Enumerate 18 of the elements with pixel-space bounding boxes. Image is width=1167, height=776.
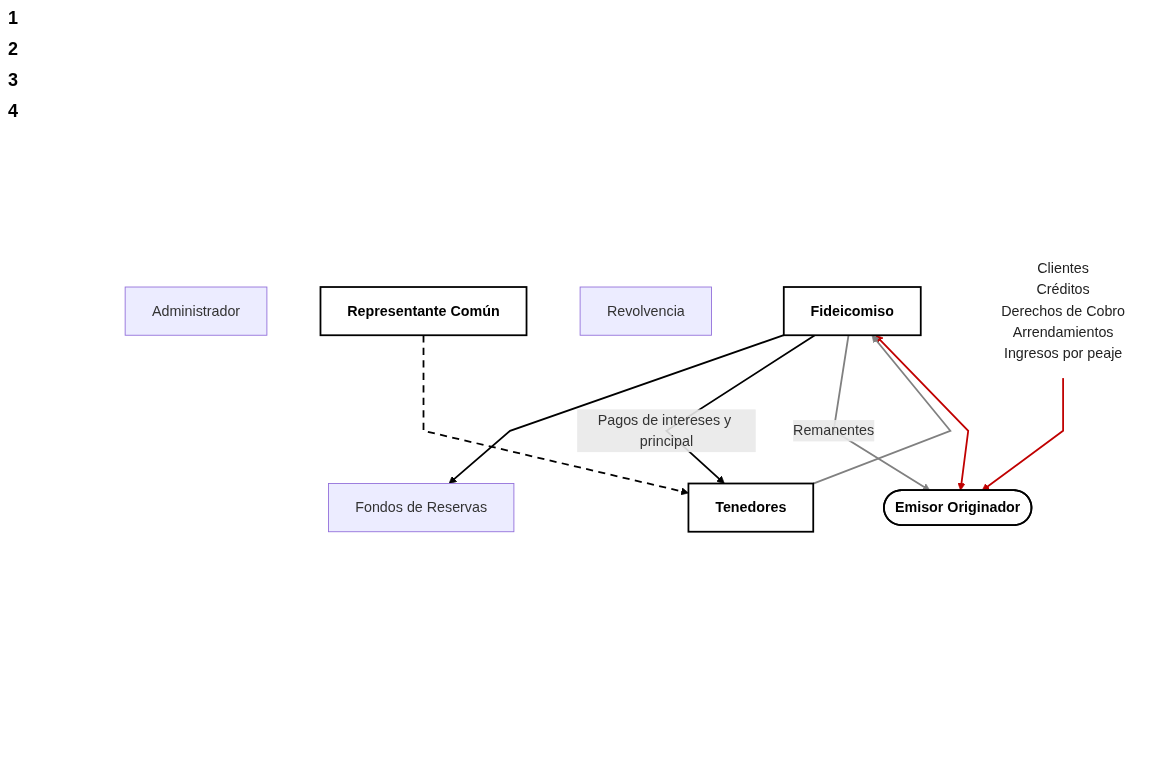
arrow — [448, 334, 785, 484]
edge-label: Pagos de intereses y principal — [597, 412, 732, 449]
step-number: 4 — [8, 101, 19, 122]
arrow — [812, 334, 952, 485]
node-box: Revolvencia — [579, 286, 712, 336]
node-box: Administrador — [124, 286, 268, 336]
node-box: Fondos de Reservas — [328, 483, 515, 533]
node-box: Representante Común — [319, 286, 528, 337]
step-number: 2 — [8, 39, 19, 60]
node-box: Fideicomiso — [782, 286, 922, 337]
arrow — [875, 334, 970, 491]
step-number: 1 — [8, 8, 19, 29]
arrow — [422, 334, 689, 496]
node-box: Tenedores — [687, 482, 815, 533]
edge-label: Remanentes — [793, 422, 875, 439]
step-number: 3 — [8, 70, 19, 91]
arrow — [981, 377, 1064, 492]
node-text: Clientes Créditos Derechos de Cobro Arrendamientos Ingresos por peaje — [1001, 260, 1126, 362]
